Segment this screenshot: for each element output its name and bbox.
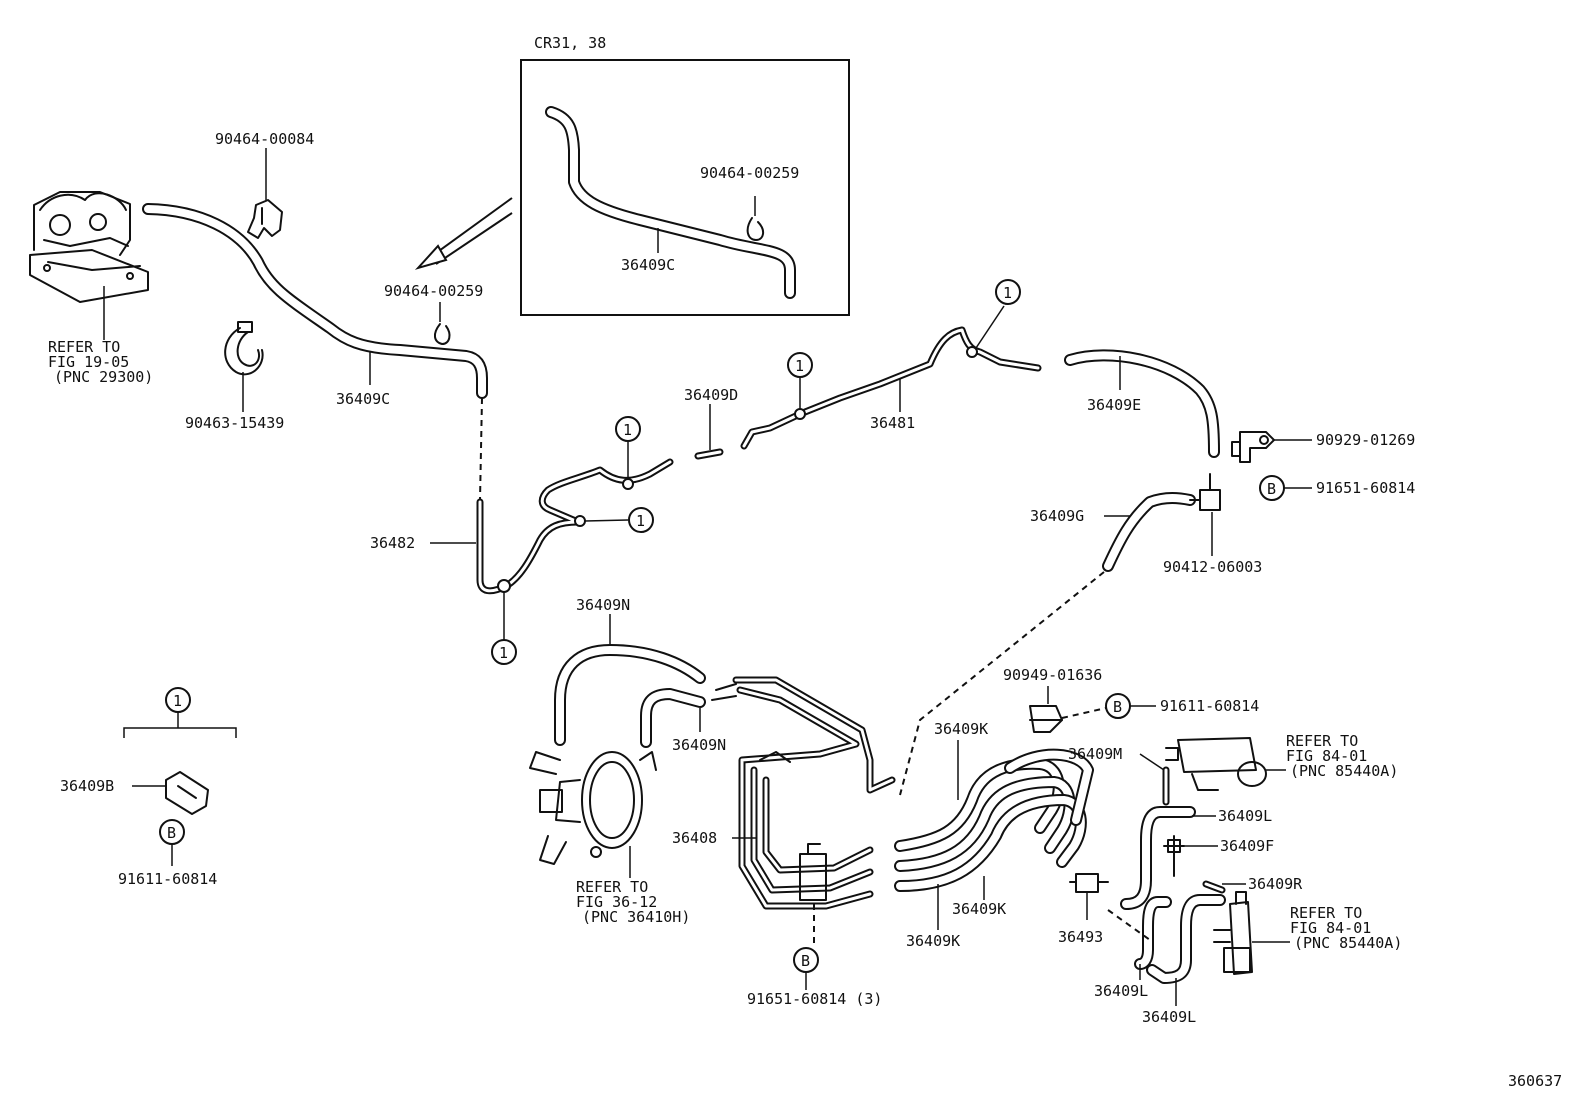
label-91651-60814-b: 91651-60814: [1316, 479, 1415, 497]
vsv-lower-icon: [1213, 891, 1253, 975]
clamp-icon: [224, 321, 264, 376]
tube-bundle-36408: [711, 676, 896, 910]
refer-19-line3: (PNC 29300): [54, 368, 153, 386]
arrow-head-icon: [414, 244, 448, 270]
label-90949-01636: 90949-01636: [1003, 666, 1102, 684]
label-36408: 36408: [672, 829, 717, 847]
clamp-636-icon: [1029, 705, 1063, 733]
marker-1-a: [491, 639, 517, 665]
label-36409n-1: 36409N: [576, 596, 630, 614]
marker-b-c-text: B: [801, 952, 810, 970]
refer-84b-line3: (PNC 85440A): [1294, 934, 1402, 952]
inset-hose-label: 36409C: [621, 256, 675, 274]
marker-1-c: [615, 416, 641, 442]
label-36409k-1: 36409K: [934, 720, 988, 738]
clip-b-icon: [165, 771, 209, 815]
clip-259-icon: [434, 323, 451, 345]
label-36409c: 36409C: [336, 390, 390, 408]
bracket-icon: [1231, 431, 1275, 463]
label-36409l-1: 36409L: [1218, 807, 1272, 825]
refer-36-line1: REFER TO: [576, 878, 648, 896]
label-36409e: 36409E: [1087, 396, 1141, 414]
label-36481: 36481: [870, 414, 915, 432]
connector-dashed: [479, 397, 483, 501]
marker-1-c-text: 1: [623, 421, 632, 439]
label-36409n-2: 36409N: [672, 736, 726, 754]
marker-1-d: [787, 352, 813, 378]
label-36409f: 36409F: [1220, 837, 1274, 855]
label-90929-01269: 90929-01269: [1316, 431, 1415, 449]
refer-36-line2: FIG 36-12: [576, 893, 657, 911]
refer-84a-line3: (PNC 85440A): [1290, 762, 1398, 780]
tee-36409f-icon: [1163, 835, 1185, 877]
label-91611-60814: 91611-60814: [1160, 697, 1259, 715]
valve-36493-icon: [1069, 873, 1109, 893]
refer-19-line2: FIG 19-05: [48, 353, 129, 371]
label-90463-15439: 90463-15439: [185, 414, 284, 432]
label-36409m: 36409M: [1068, 745, 1122, 763]
refer-36-line3: (PNC 36410H): [582, 908, 690, 926]
marker-1-e: [995, 279, 1021, 305]
marker-1-b: [628, 507, 654, 533]
refer-19-line1: REFER TO: [48, 338, 120, 356]
label-91651-60814-3: 91651-60814 (3): [747, 990, 882, 1008]
label-36409b: 36409B: [60, 777, 114, 795]
marker-1-a-text: 1: [499, 644, 508, 662]
marker-1-b-text: 1: [636, 512, 645, 530]
label-36409k-2: 36409K: [952, 900, 1006, 918]
diagram-id: 360637: [1508, 1072, 1562, 1090]
legend-marker-b-text: B: [167, 824, 176, 842]
refer-84a-line1: REFER TO: [1286, 732, 1358, 750]
inset-frame: [520, 59, 850, 316]
union-icon: [1189, 473, 1221, 511]
hose-36409c: [142, 203, 488, 399]
label-36409r: 36409R: [1248, 875, 1303, 893]
label-90464-00084: 90464-00084: [215, 130, 314, 148]
label-36409l-3: 36409L: [1142, 1008, 1196, 1026]
label-91611-60814-legend: 91611-60814: [118, 870, 217, 888]
label-36409d: 36409D: [684, 386, 738, 404]
label-36409k-3: 36409K: [906, 932, 960, 950]
refer-84b-line1: REFER TO: [1290, 904, 1362, 922]
inset-title: CR31, 38: [534, 34, 606, 52]
label-36409l-2: 36409L: [1094, 982, 1148, 1000]
vsv-upper-icon: [1165, 737, 1267, 791]
label-36493: 36493: [1058, 928, 1103, 946]
legend-marker-1-text: 1: [173, 692, 182, 710]
inset-panel: CR31, 38 90464-00259 36409C: [520, 34, 850, 316]
label-90464-00259: 90464-00259: [384, 282, 483, 300]
inset-clip-icon: [746, 217, 764, 241]
hose-36409l-1: [1120, 806, 1196, 910]
label-36482: 36482: [370, 534, 415, 552]
marker-1-d-text: 1: [795, 357, 804, 375]
inset-arrow: [431, 197, 513, 257]
connector-dashed-g: [899, 571, 1105, 796]
marker-b-a-text: B: [1267, 480, 1276, 498]
marker-b-b-text: B: [1113, 698, 1122, 716]
label-90412-06003: 90412-06003: [1163, 558, 1262, 576]
refer-84b-line2: FIG 84-01: [1290, 919, 1371, 937]
throttle-body-icon: [29, 191, 149, 303]
refer-84a-line2: FIG 84-01: [1286, 747, 1367, 765]
hose-bundle-36409k: [894, 748, 1094, 892]
clip-icon: [247, 199, 283, 239]
brake-booster-icon: [529, 751, 657, 865]
label-36409g: 36409G: [1030, 507, 1084, 525]
marker-1-e-text: 1: [1003, 284, 1012, 302]
inset-clip-label: 90464-00259: [700, 164, 799, 182]
